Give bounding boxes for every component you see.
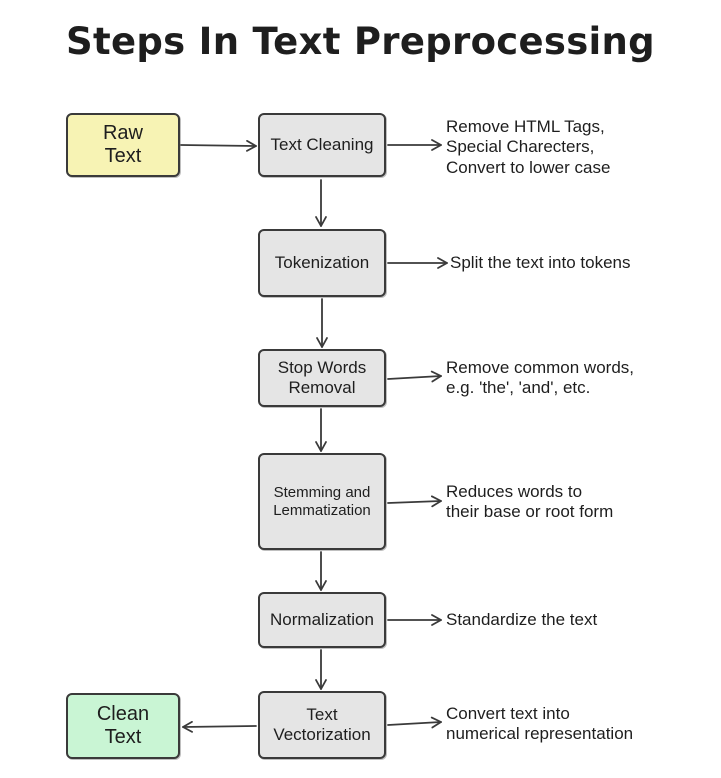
arrow-raw-to-cleaning <box>180 139 257 152</box>
note-normalization: Standardize the text <box>446 610 598 629</box>
arrow-vectorization-to-note <box>387 716 442 729</box>
diagram-title: Steps In Text Preprocessing <box>66 20 655 63</box>
node-normalization-label: Normalization <box>270 609 374 629</box>
node-text-vectorization-label: Text Vectorization <box>273 704 371 744</box>
node-tokenization-label: Tokenization <box>274 252 370 272</box>
node-clean-text-label: Clean Text <box>96 703 150 748</box>
note-stemming-lemmatization: Reduces words to their base or root form <box>446 482 614 522</box>
node-clean-text: Clean Text <box>66 693 180 759</box>
note-text-vectorization: Convert text into numerical representati… <box>446 704 634 744</box>
node-text-vectorization: Text Vectorization <box>258 691 386 759</box>
node-stop-words-removal: Stop Words Removal <box>258 349 386 407</box>
arrow-stemming-to-note <box>387 495 442 508</box>
node-text-cleaning-label: Text Cleaning <box>270 134 374 154</box>
arrow-vectorization-to-clean <box>182 720 257 733</box>
node-raw-text: Raw Text <box>66 113 180 177</box>
node-stop-words-removal-label: Stop Words Removal <box>277 357 367 397</box>
node-normalization: Normalization <box>258 592 386 648</box>
node-text-cleaning: Text Cleaning <box>258 113 386 177</box>
node-stemming-lemmatization-label: Stemming and Lemmatization <box>273 483 371 519</box>
node-raw-text-label: Raw Text <box>102 122 143 167</box>
node-stemming-lemmatization: Stemming and Lemmatization <box>258 453 386 550</box>
arrow-stopwords-to-note <box>387 370 442 383</box>
node-tokenization: Tokenization <box>258 229 386 297</box>
note-stop-words-removal: Remove common words, e.g. 'the', 'and', … <box>446 358 635 398</box>
note-text-cleaning: Remove HTML Tags, Special Charecters, Co… <box>446 117 611 177</box>
note-tokenization: Split the text into tokens <box>450 253 631 272</box>
